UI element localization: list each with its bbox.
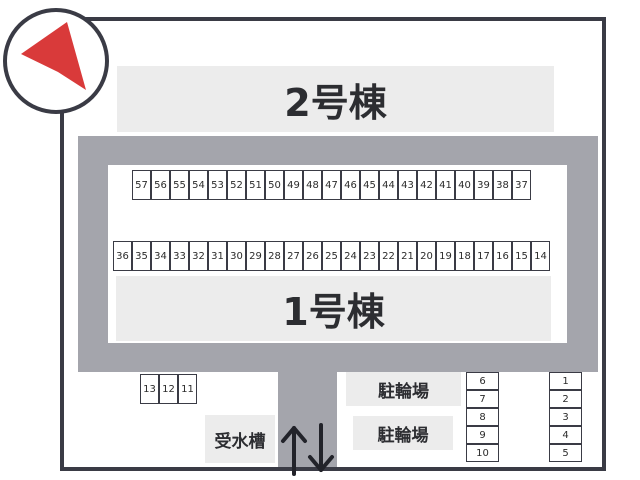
parking-space: 34 <box>151 241 170 271</box>
parking-space: 45 <box>360 170 379 200</box>
parking-space: 27 <box>284 241 303 271</box>
parking-space: 28 <box>265 241 284 271</box>
parking-space: 55 <box>170 170 189 200</box>
bike-space: 4 <box>549 426 582 444</box>
two-way-arrows-icon <box>281 423 334 476</box>
building-2-label: 2号棟 <box>284 80 387 125</box>
bike-space: 1 <box>549 372 582 390</box>
parking-space: 15 <box>512 241 531 271</box>
parking-space: 42 <box>417 170 436 200</box>
parking-space: 57 <box>132 170 151 200</box>
parking-space: 11 <box>178 374 197 404</box>
bike-space: 6 <box>466 372 499 390</box>
bike-space: 8 <box>466 408 499 426</box>
parking-space: 35 <box>132 241 151 271</box>
parking-space: 56 <box>151 170 170 200</box>
water-tank-label: 受水槽 <box>214 431 266 452</box>
parking-space: 37 <box>512 170 531 200</box>
bike-parking-area: 駐輪場 <box>353 416 453 450</box>
parking-space: 40 <box>455 170 474 200</box>
water-tank: 受水槽 <box>205 415 275 463</box>
parking-space: 26 <box>303 241 322 271</box>
parking-space: 30 <box>227 241 246 271</box>
parking-space: 19 <box>436 241 455 271</box>
bike-space: 9 <box>466 426 499 444</box>
bike-space: 2 <box>549 390 582 408</box>
bike-space: 5 <box>549 444 582 462</box>
parking-space: 53 <box>208 170 227 200</box>
bike-space: 7 <box>466 390 499 408</box>
parking-space: 21 <box>398 241 417 271</box>
parking-space: 50 <box>265 170 284 200</box>
parking-space: 22 <box>379 241 398 271</box>
building-1: 1号棟 <box>116 276 551 341</box>
parking-space: 24 <box>341 241 360 271</box>
parking-space: 16 <box>493 241 512 271</box>
parking-space: 46 <box>341 170 360 200</box>
parking-space: 13 <box>140 374 159 404</box>
parking-space: 31 <box>208 241 227 271</box>
bike-parking-label: 駐輪場 <box>378 381 429 402</box>
north-arrow-icon <box>3 8 109 114</box>
parking-space: 18 <box>455 241 474 271</box>
bike-parking-label: 駐輪場 <box>377 425 429 446</box>
bike-space: 3 <box>549 408 582 426</box>
parking-space: 41 <box>436 170 455 200</box>
parking-space: 17 <box>474 241 493 271</box>
parking-space: 29 <box>246 241 265 271</box>
parking-space: 44 <box>379 170 398 200</box>
parking-space: 14 <box>531 241 550 271</box>
building-2: 2号棟 <box>117 66 554 132</box>
bike-space: 10 <box>466 444 499 462</box>
parking-space: 33 <box>170 241 189 271</box>
parking-space: 32 <box>189 241 208 271</box>
parking-space: 47 <box>322 170 341 200</box>
parking-space: 52 <box>227 170 246 200</box>
bike-parking-area: 駐輪場 <box>346 372 461 406</box>
parking-space: 49 <box>284 170 303 200</box>
parking-space: 23 <box>360 241 379 271</box>
north-arrow-shape <box>21 22 86 90</box>
parking-space: 51 <box>246 170 265 200</box>
parking-space: 12 <box>159 374 178 404</box>
parking-space: 54 <box>189 170 208 200</box>
parking-space: 39 <box>474 170 493 200</box>
parking-space: 43 <box>398 170 417 200</box>
entrance-driveway <box>278 372 337 467</box>
parking-space: 20 <box>417 241 436 271</box>
parking-space: 48 <box>303 170 322 200</box>
parking-space: 38 <box>493 170 512 200</box>
parking-space: 25 <box>322 241 341 271</box>
building-1-label: 1号棟 <box>282 290 385 334</box>
parking-space: 36 <box>113 241 132 271</box>
